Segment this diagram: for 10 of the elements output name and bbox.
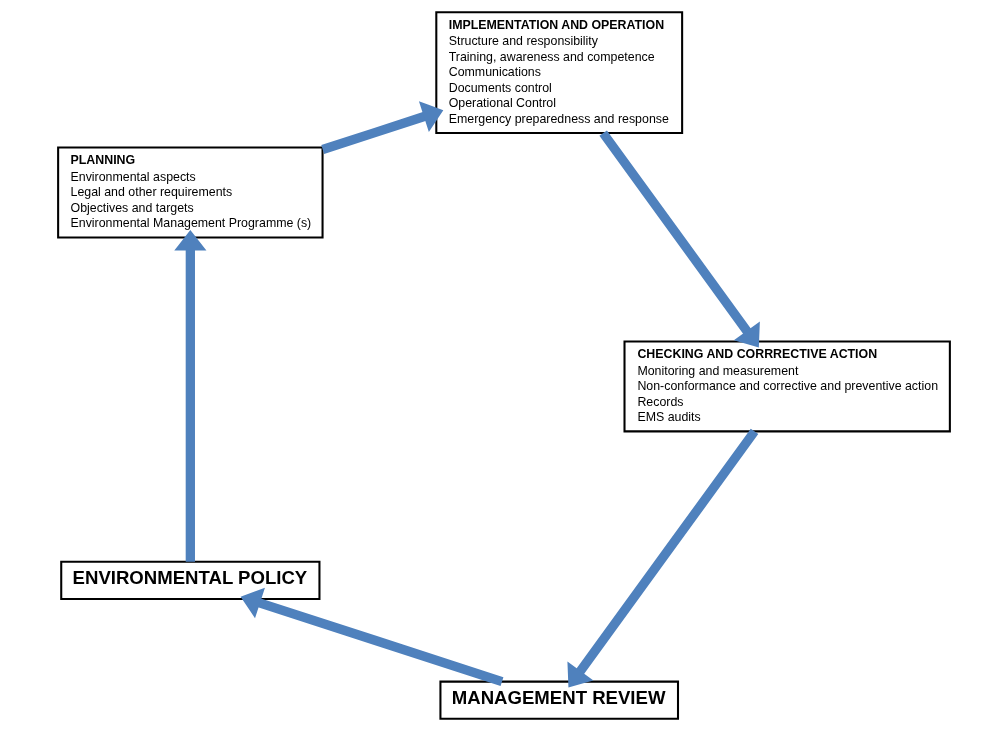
arrow	[567, 428, 759, 688]
arrow	[321, 101, 444, 154]
node-box: IMPLEMENTATION AND OPERATION Structure and responsibility Training, awareness and competence Communications Documents control Operational Control Emergency preparedness and response	[435, 11, 684, 135]
arrow	[174, 230, 207, 562]
arrow	[240, 587, 504, 687]
arrow	[599, 130, 760, 348]
node-box: CHECKING AND CORRRECTIVE ACTION Monitoring and measurement Non-conformance and corrective and preventive action Records EMS audits	[623, 340, 951, 433]
node-box: MANAGEMENT REVIEW	[439, 680, 680, 720]
node-box: ENVIRONMENTAL POLICY	[60, 560, 321, 600]
node-box: PLANNING Environmental aspects Legal and other requirements Objectives and targets Environmental Management Programme (s)	[57, 146, 324, 239]
